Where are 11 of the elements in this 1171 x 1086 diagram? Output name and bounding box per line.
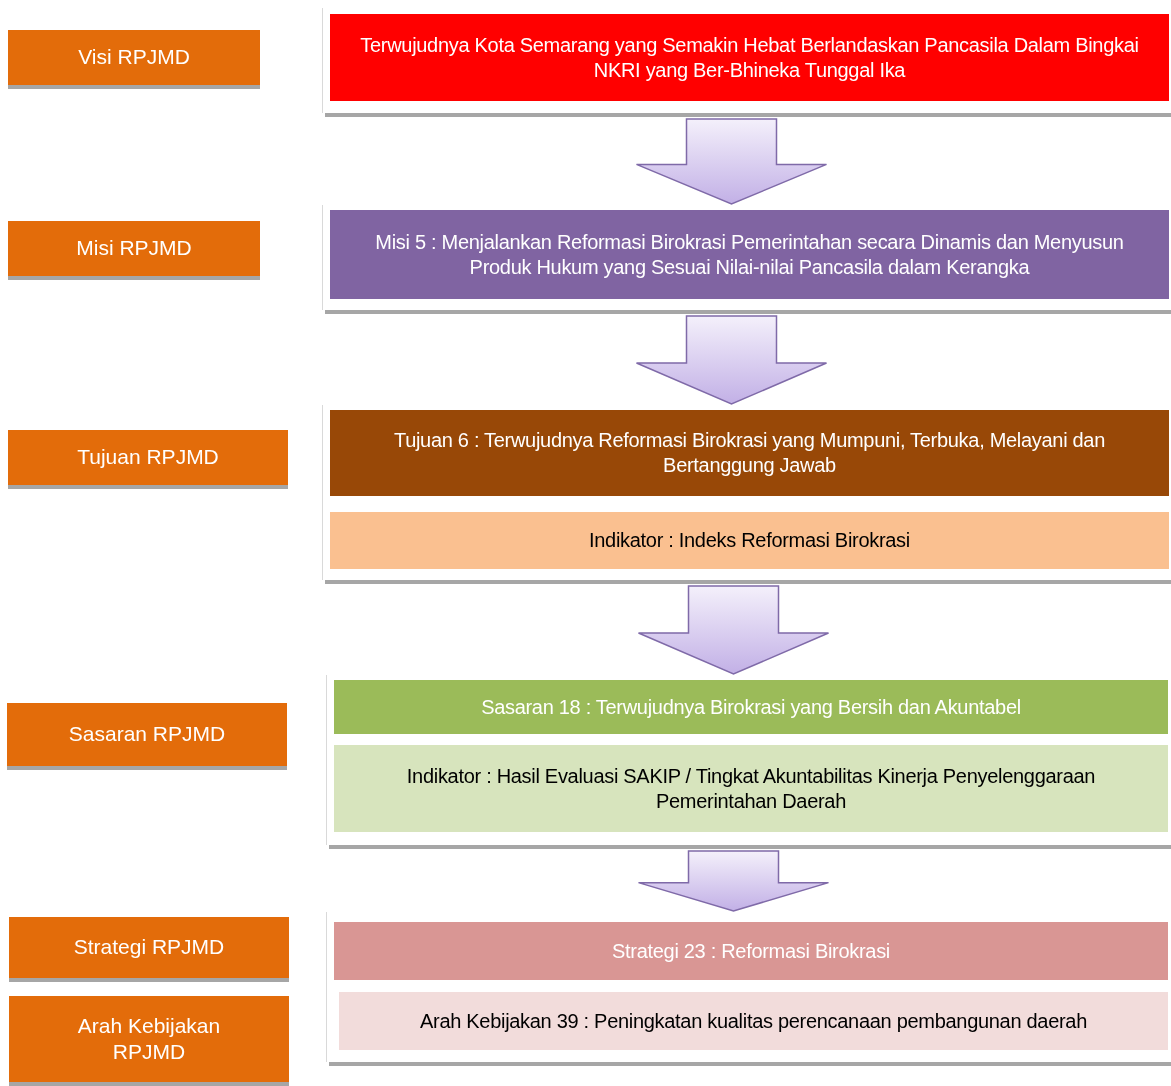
block-arrow <box>635 315 828 405</box>
statement-box: Terwujudnya Kota Semarang yang Semakin Hebat Berlandaskan Pancasila Dalam Bingkai NKRI yang Ber-Bhineka Tunggal Ika <box>330 14 1169 101</box>
block-arrow <box>637 850 830 912</box>
statement-box: Indikator : Indeks Reformasi Birokrasi <box>330 512 1169 569</box>
statement-box: Arah Kebijakan 39 : Peningkatan kualitas perencanaan pembangunan daerah <box>339 992 1168 1050</box>
statement-box: Sasaran 18 : Terwujudnya Birokrasi yang Bersih dan Akuntabel <box>334 680 1168 734</box>
statement-box: Tujuan 6 : Terwujudnya Reformasi Birokrasi yang Mumpuni, Terbuka, Melayani dan Bertanggung Jawab <box>330 410 1169 496</box>
block-arrow <box>637 585 830 675</box>
statement-box: Indikator : Hasil Evaluasi SAKIP / Tingkat Akuntabilitas Kinerja Penyelenggaraan Pemerintahan Daerah <box>334 745 1168 832</box>
statement-box: Misi 5 : Menjalankan Reformasi Birokrasi Pemerintahan secara Dinamis dan Menyusun Produk Hukum yang Sesuai Nilai-nilai Pancasila dalam Kerangka <box>330 210 1169 299</box>
statement-box: Strategi 23 : Reformasi Birokrasi <box>334 922 1168 980</box>
